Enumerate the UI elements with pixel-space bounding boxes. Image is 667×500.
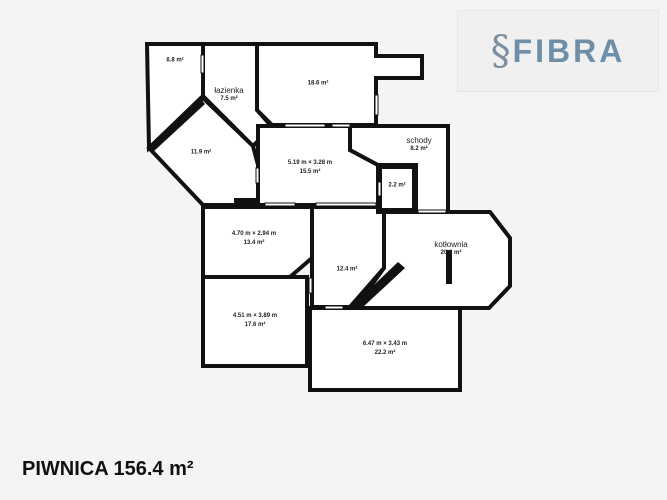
door bbox=[315, 202, 377, 207]
room-dims: 4.70 m × 2.94 m bbox=[231, 231, 277, 237]
window bbox=[200, 54, 205, 74]
window bbox=[374, 94, 379, 116]
room-17-6 bbox=[201, 275, 309, 368]
room-area: 6.8 m² bbox=[166, 57, 184, 64]
room-area: 22.2 m² bbox=[374, 350, 396, 356]
room-area: 13.4 m² bbox=[243, 240, 265, 246]
logo-mark-icon: § bbox=[490, 28, 511, 74]
door bbox=[264, 202, 296, 207]
window bbox=[377, 181, 382, 197]
room-label: 18.6 m² bbox=[308, 80, 329, 89]
door bbox=[417, 209, 447, 214]
room-area: 8.2 m² bbox=[410, 146, 428, 152]
room-area: 7.5 m² bbox=[220, 96, 238, 102]
room-13-4 bbox=[201, 205, 314, 279]
logo-text: FIBRA bbox=[512, 32, 626, 69]
room-label: 4.70 m × 2.94 m 13.4 m² bbox=[232, 230, 276, 248]
floor-title: PIWNICA 156.4 m² bbox=[22, 458, 194, 480]
room-area: 2.2 m² bbox=[388, 182, 406, 189]
room-dims: 6.47 m × 3.43 m bbox=[362, 341, 408, 347]
room-name: schody bbox=[406, 136, 432, 145]
room-22-2 bbox=[308, 306, 462, 392]
room-name: kotłownia bbox=[434, 240, 468, 249]
room-area: 11.9 m² bbox=[190, 149, 212, 156]
room-dims: 4.51 m × 3.89 m bbox=[232, 313, 278, 319]
room-label: 2.2 m² bbox=[388, 182, 405, 191]
room-kotlownia bbox=[351, 210, 512, 310]
door bbox=[331, 123, 351, 128]
room-area: 12.4 m² bbox=[336, 266, 358, 273]
door bbox=[284, 123, 326, 128]
room-label: 4.51 m × 3.89 m 17.6 m² bbox=[233, 312, 277, 330]
room-area: 18.6 m² bbox=[307, 80, 329, 87]
room-name: łazienka bbox=[214, 86, 244, 95]
window bbox=[308, 277, 313, 294]
door bbox=[324, 305, 344, 310]
room-area: 17.6 m² bbox=[244, 322, 266, 328]
room-label: 6.47 m × 3.43 m 22.2 m² bbox=[363, 340, 407, 358]
wall-block bbox=[234, 198, 256, 206]
chimney bbox=[446, 250, 452, 284]
room-dims: 5.19 m × 3.28 m bbox=[287, 160, 333, 166]
window bbox=[255, 167, 260, 184]
room-18-6 bbox=[255, 42, 424, 127]
room-label: 12.4 m² bbox=[337, 266, 358, 275]
wall-diagonal bbox=[147, 98, 205, 152]
stair-wall bbox=[352, 262, 405, 308]
room-area: 15.5 m² bbox=[299, 169, 321, 175]
room-label: 6.8 m² bbox=[166, 57, 183, 66]
logo: § FIBRA bbox=[457, 10, 659, 92]
room-label: 5.19 m × 3.28 m 15.5 m² bbox=[288, 159, 332, 177]
room-area: 20.1 m² bbox=[440, 250, 462, 256]
room-label: 11.9 m² bbox=[191, 149, 211, 158]
